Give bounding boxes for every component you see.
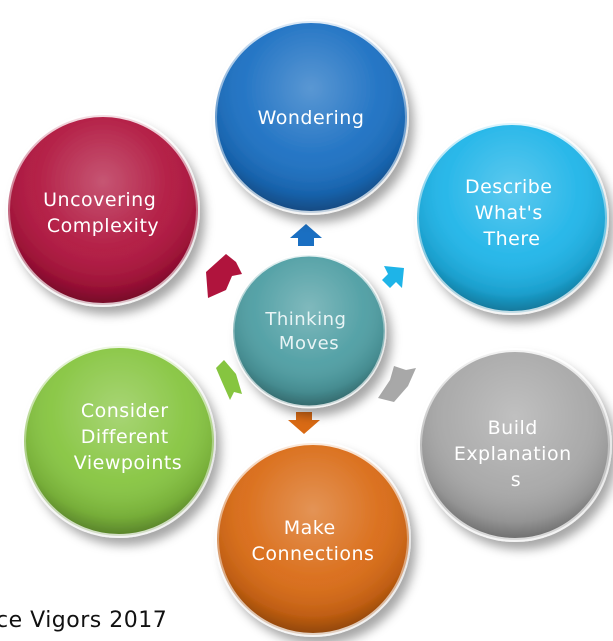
bubble-connections <box>215 441 411 637</box>
arrow-up-wondering <box>290 224 322 246</box>
label-wondering: Wondering <box>258 107 365 129</box>
arrow-describe <box>382 266 404 288</box>
arrow-build <box>378 366 416 402</box>
arrow-down-connections <box>288 412 320 434</box>
credit-text: ce Vigors 2017 <box>0 608 168 633</box>
label-connections: Make Connections <box>252 517 375 565</box>
bubble-build <box>418 348 612 542</box>
label-center: Thinking Moves <box>264 309 352 354</box>
label-build: Build Explanation s <box>454 417 578 491</box>
bubble-describe <box>415 121 609 315</box>
bubble-viewpoints <box>22 344 216 538</box>
bubble-center <box>231 253 387 409</box>
label-describe: Describe What's There <box>465 176 559 250</box>
arrow-complexity <box>206 254 242 298</box>
bubble-wondering <box>213 19 409 215</box>
bubble-complexity <box>6 113 200 307</box>
label-complexity: Uncovering Complexity <box>43 189 163 237</box>
label-viewpoints: Consider Different Viewpoints <box>74 400 182 474</box>
arrow-viewpoints <box>216 360 242 400</box>
